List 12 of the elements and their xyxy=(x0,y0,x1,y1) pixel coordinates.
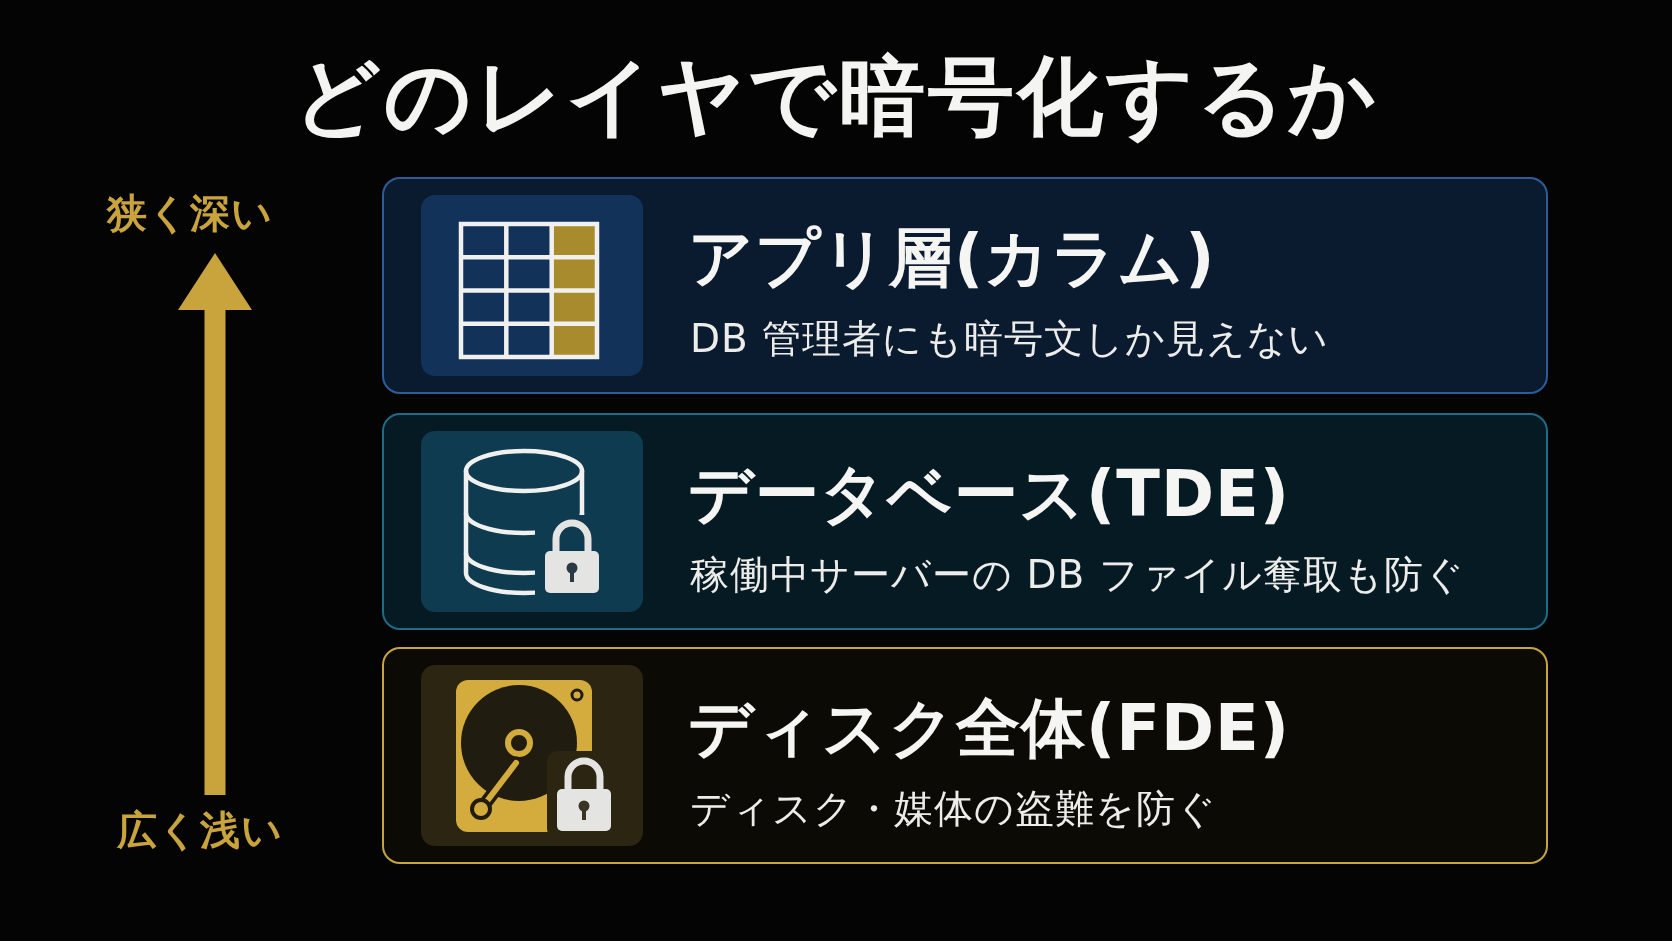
layer-description: ディスク・媒体の盗難を防ぐ xyxy=(690,785,1217,833)
layer-card xyxy=(382,647,1548,864)
axis-label: 狭く深い xyxy=(107,189,273,237)
slide-title: どのレイヤで暗号化するか xyxy=(293,46,1379,146)
layer-description: 稼働中サーバーの DB ファイル奪取も防ぐ xyxy=(690,551,1465,599)
layer-heading: データベース(TDE) xyxy=(688,457,1290,531)
layer-card xyxy=(382,177,1548,394)
axis-label: 広く浅い xyxy=(117,806,283,854)
layer-heading: ディスク全体(FDE) xyxy=(688,691,1291,765)
layer-card xyxy=(382,413,1548,630)
layer-description: DB 管理者にも暗号文しか見えない xyxy=(690,315,1330,363)
layer-heading: アプリ層(カラム) xyxy=(688,221,1216,295)
